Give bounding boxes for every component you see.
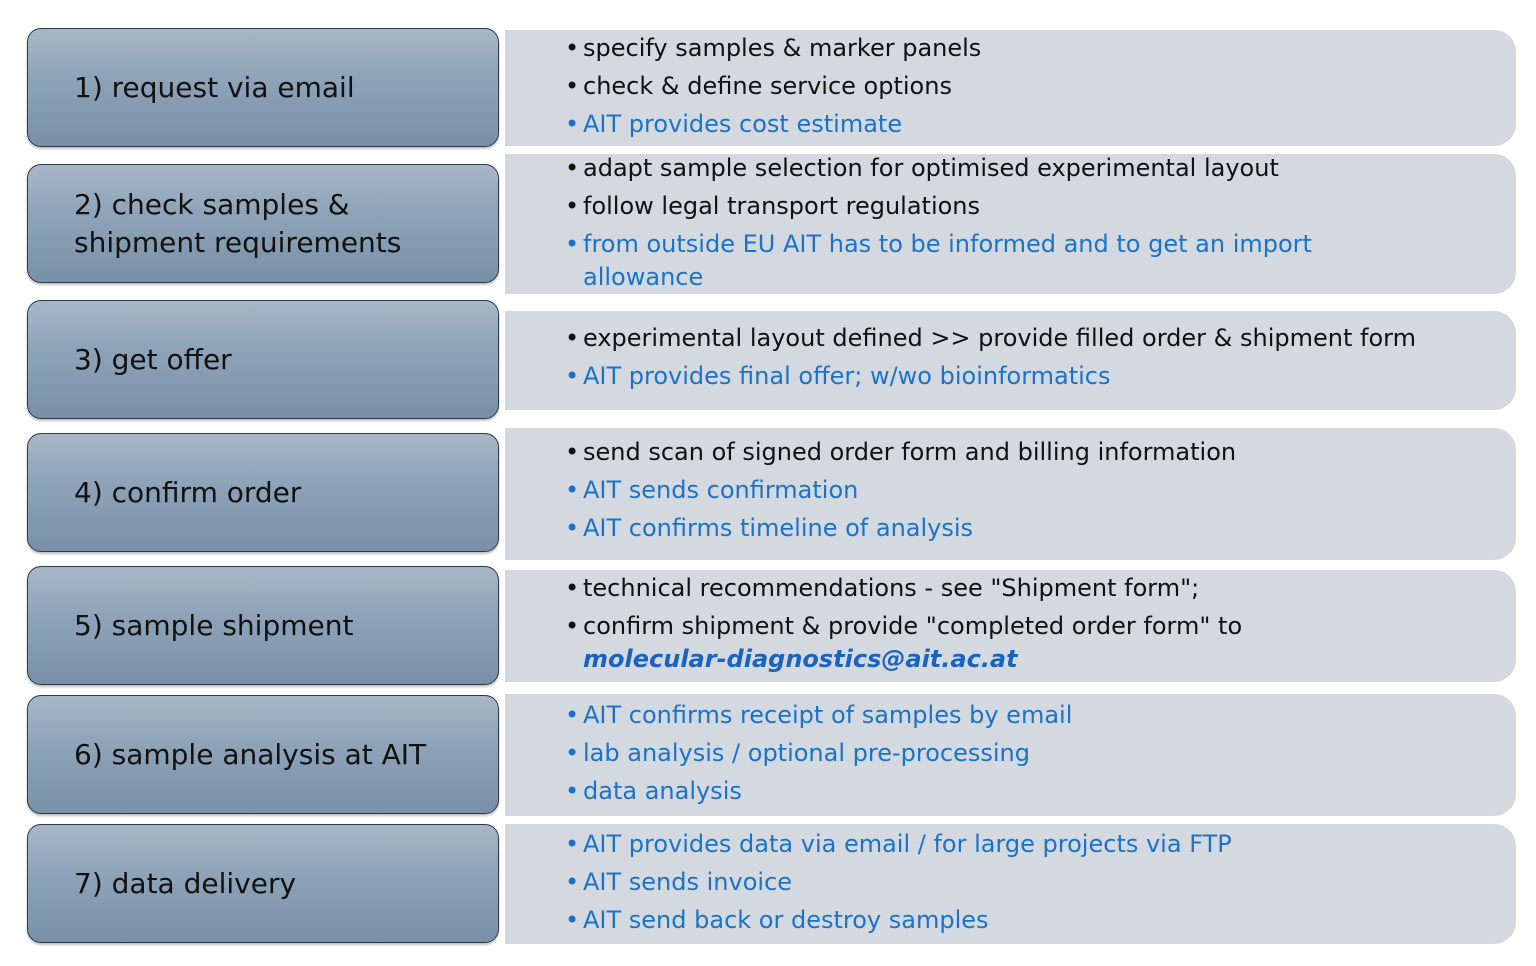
step-3-bullet-list: •experimental layout defined >> provide … [565,322,1476,398]
step-2-details: •adapt sample selection for optimised ex… [505,154,1516,294]
step-4-label: 4) confirm order [74,475,302,509]
step-1-bullet-list: •specify samples & marker panels •check … [565,32,1476,146]
step-3-label: 3) get offer [74,342,232,376]
step-2-bullet-2: •follow legal transport regulations [565,192,981,220]
step-2-bullet-list: •adapt sample selection for optimised ex… [565,152,1476,299]
step-1-bullet-1: •specify samples & marker panels [565,34,982,62]
step-1-bullet-3: •AIT provides cost estimate [565,110,903,138]
step-7-details: •AIT provides data via email / for large… [505,824,1516,944]
step-3-details: •experimental layout defined >> provide … [505,311,1516,410]
step-4-bullet-list: •send scan of signed order form and bill… [565,436,1476,550]
step-6-bullet-2: •lab analysis / optional pre-processing [565,739,1030,767]
step-4-bullet-3: •AIT confirms timeline of analysis [565,514,974,542]
step-5-bullet-2: •confirm shipment & provide "completed o… [565,610,1476,676]
step-4-bullet-1: •send scan of signed order form and bill… [565,438,1237,466]
step-1-label: 1) request via email [74,70,355,104]
step-2-label: 2) check samples & shipment requirements [74,187,402,259]
step-7-bullet-1: •AIT provides data via email / for large… [565,830,1232,858]
step-7-bullet-2: •AIT sends invoice [565,868,793,896]
step-3-bullet-2: •AIT provides final offer; w/wo bioinfor… [565,362,1111,390]
contact-email[interactable]: molecular-diagnostics@ait.ac.at [583,645,1018,673]
step-6-label: 6) sample analysis at AIT [74,737,427,771]
step-1-bullet-2: •check & define service options [565,72,952,100]
step-7-bullet-list: •AIT provides data via email / for large… [565,828,1476,942]
step-1-label-box: 1) request via email [27,28,499,147]
step-2-label-box: 2) check samples & shipment requirements [27,164,499,283]
step-6-bullet-1: •AIT confirms receipt of samples by emai… [565,701,1073,729]
step-4-details: •send scan of signed order form and bill… [505,428,1516,560]
step-3-label-box: 3) get offer [27,300,499,419]
step-2-bullet-1: •adapt sample selection for optimised ex… [565,154,1279,182]
step-7-bullet-3: •AIT send back or destroy samples [565,906,989,934]
step-6-details: •AIT confirms receipt of samples by emai… [505,694,1516,816]
step-5-label: 5) sample shipment [74,608,354,642]
step-5-details: •technical recommendations - see "Shipme… [505,570,1516,682]
step-6-bullet-list: •AIT confirms receipt of samples by emai… [565,699,1476,813]
step-5-bullet-list: •technical recommendations - see "Shipme… [565,572,1476,676]
step-7-label-box: 7) data delivery [27,824,499,943]
step-1-details: •specify samples & marker panels •check … [505,30,1516,146]
step-5-bullet-1: •technical recommendations - see "Shipme… [565,574,1200,602]
step-6-bullet-3: •data analysis [565,777,742,805]
step-6-label-box: 6) sample analysis at AIT [27,695,499,814]
step-7-label: 7) data delivery [74,866,297,900]
step-4-label-box: 4) confirm order [27,433,499,552]
step-4-bullet-2: •AIT sends confirmation [565,476,859,504]
step-2-bullet-3: •from outside EU AIT has to be informed … [565,230,1312,291]
step-3-bullet-1: •experimental layout defined >> provide … [565,324,1416,352]
step-5-label-box: 5) sample shipment [27,566,499,685]
